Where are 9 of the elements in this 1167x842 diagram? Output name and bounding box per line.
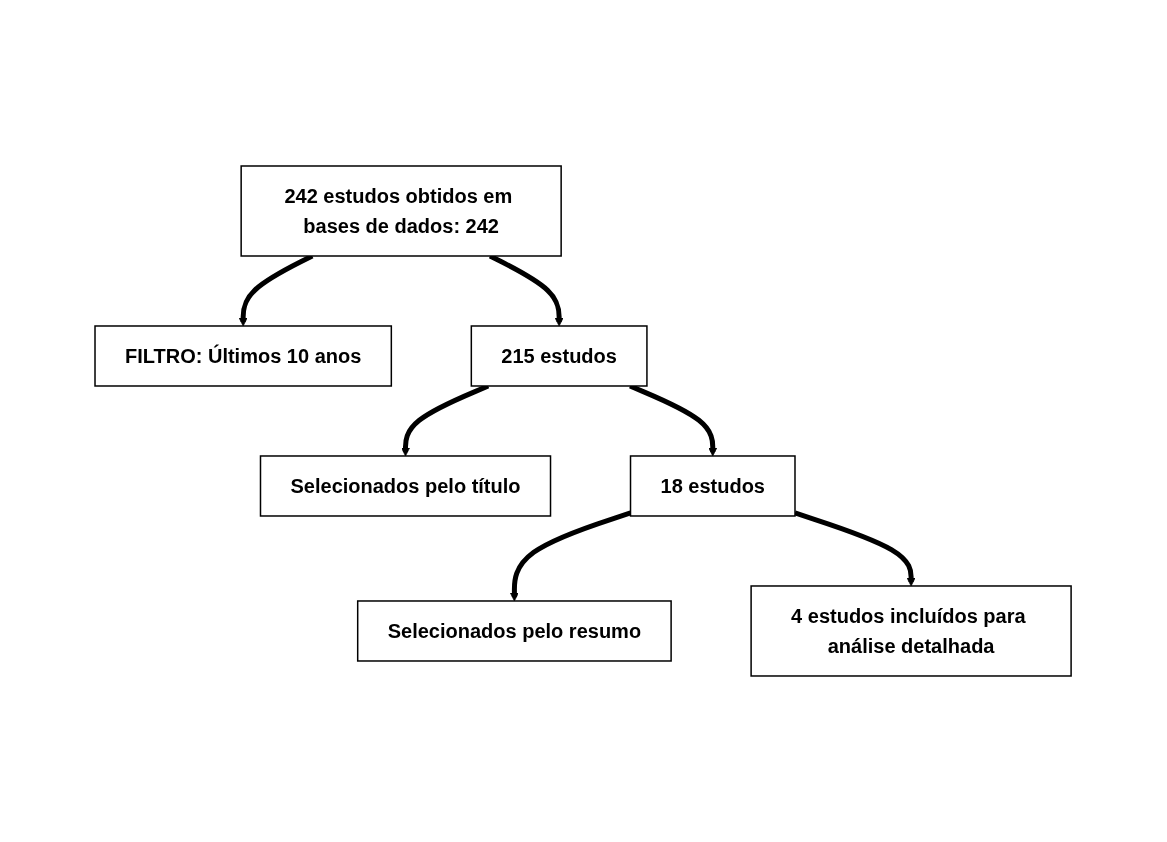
node-box: 4 estudos incluídos para análise detalhada [750, 585, 1073, 677]
arrow [794, 510, 916, 587]
node-box: 215 estudos [471, 325, 649, 387]
node-box: 242 estudos obtidos em bases de dados: 242 [240, 165, 563, 257]
node-box: FILTRO: Últimos 10 anos [94, 325, 393, 387]
node-box: 18 estudos [630, 455, 797, 517]
node-box: Selecionados pelo resumo [357, 600, 673, 662]
arrow [510, 510, 632, 602]
node-box: Selecionados pelo título [260, 455, 552, 517]
